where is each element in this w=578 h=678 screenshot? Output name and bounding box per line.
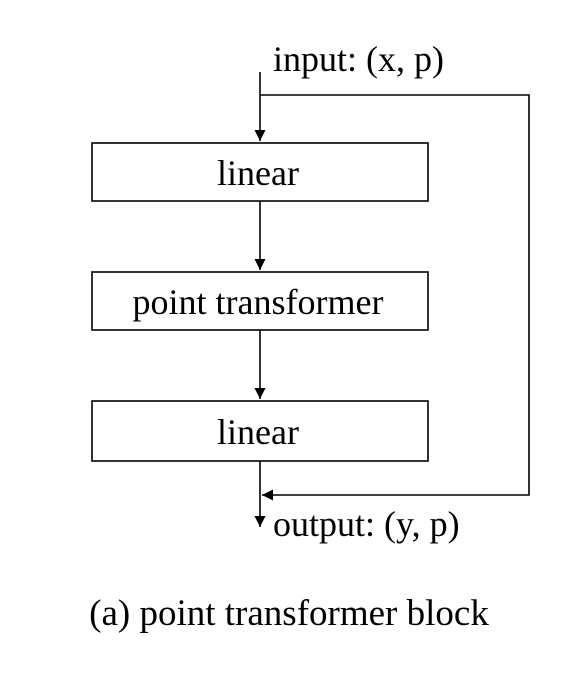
linear-block-2-label: linear <box>217 412 299 452</box>
linear-block-1-label: linear <box>217 153 299 193</box>
input-label: input: (x, p) <box>273 39 444 79</box>
skip-connection-path <box>260 94 530 501</box>
figure-caption: (a) point transformer block <box>89 593 489 634</box>
linear-block-2 <box>91 400 429 462</box>
point-transformer-block <box>91 271 429 331</box>
point-transformer-block-label: point transformer <box>133 282 384 322</box>
linear-block-1 <box>91 142 429 202</box>
output-label: output: (y, p) <box>273 504 460 544</box>
